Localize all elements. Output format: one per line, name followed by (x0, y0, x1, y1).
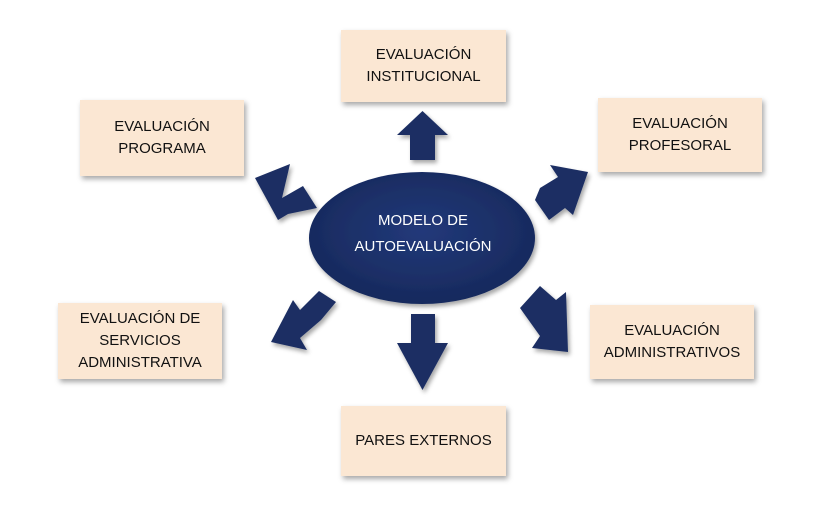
node-label-line: PROGRAMA (118, 140, 206, 157)
node-label-line: ADMINISTRATIVOS (603, 344, 741, 361)
node-label-line: PARES EXTERNOS (355, 432, 492, 449)
node-label-line: EVALUACIÓN (632, 115, 728, 132)
node-evaluacion-servicios: EVALUACIÓN DE SERVICIOS ADMINISTRATIVA (58, 303, 222, 379)
node-label-line: EVALUACIÓN DE (79, 310, 201, 327)
arrow-down (397, 314, 448, 390)
node-label-line: ADMINISTRATIVA (78, 354, 202, 371)
node-label-line: INSTITUCIONAL (366, 68, 481, 85)
center-label: MODELO DE AUTOEVALUACIÓN (311, 170, 535, 298)
node-evaluacion-institucional: EVALUACIÓN INSTITUCIONAL (341, 30, 506, 102)
node-label-line: EVALUACIÓN (375, 46, 472, 63)
node-evaluacion-programa: EVALUACIÓN PROGRAMA (80, 100, 244, 176)
center-line-1: MODELO DE (377, 212, 468, 229)
arrow-up (397, 111, 448, 160)
node-label-line: PROFESORAL (628, 137, 732, 154)
node-evaluacion-profesoral: EVALUACIÓN PROFESORAL (598, 98, 762, 172)
node-label-line: EVALUACIÓN (114, 118, 210, 135)
arrow-lower-right (520, 286, 568, 352)
node-pares-externos: PARES EXTERNOS (341, 406, 506, 476)
arrow-upper-left (255, 164, 317, 220)
center-line-2: AUTOEVALUACIÓN (354, 238, 492, 255)
arrow-upper-right (535, 165, 588, 220)
node-evaluacion-administrativos: EVALUACIÓN ADMINISTRATIVOS (590, 305, 754, 379)
node-label-line: EVALUACIÓN (624, 322, 720, 339)
center-ellipse (309, 172, 535, 304)
arrow-lower-left (271, 291, 336, 350)
node-label-line: SERVICIOS (99, 332, 181, 349)
